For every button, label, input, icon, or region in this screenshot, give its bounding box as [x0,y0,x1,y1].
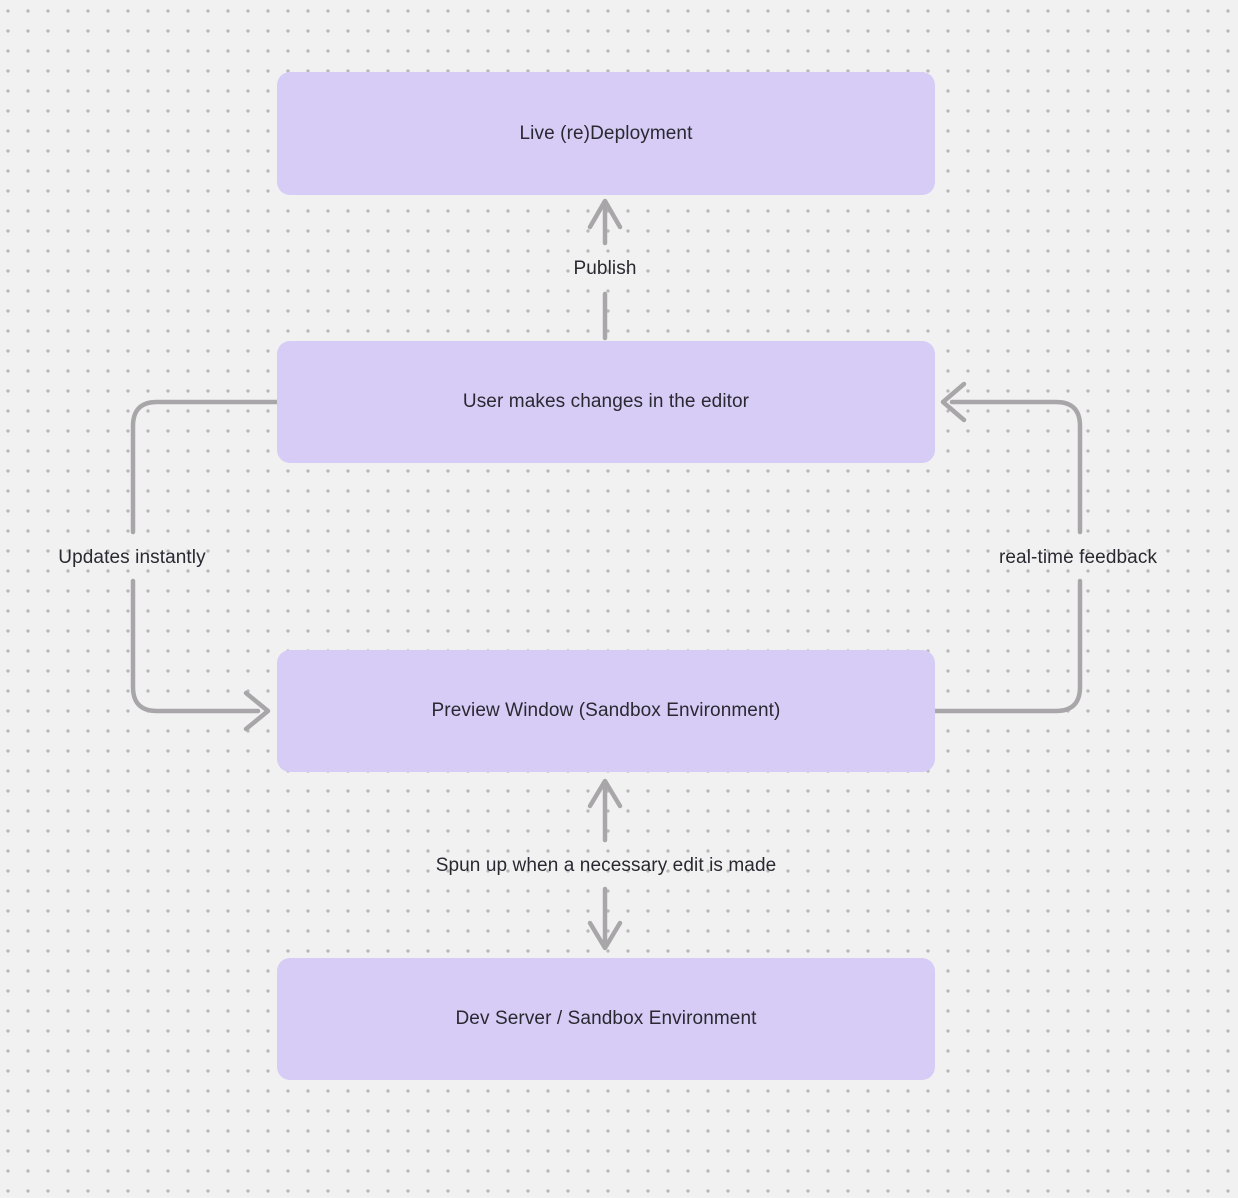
arrowhead-left-icon [940,381,967,423]
arrowhead-down-icon [587,920,623,951]
edge-label-real-time-feedback: real-time feedback [998,547,1158,568]
edge-label-publish: Publish [573,258,637,279]
arrowhead-right-icon [243,690,271,732]
node-label: User makes changes in the editor [462,391,750,412]
node-label: Dev Server / Sandbox Environment [455,1008,757,1029]
node-label: Live (re)Deployment [519,122,693,144]
node-live-redeployment[interactable]: Live (re)Deployment [277,72,935,195]
node-label: Preview Window (Sandbox Environment) [431,700,781,721]
edge-label-spun-up: Spun up when a necessary edit is made [435,855,777,876]
node-preview-window[interactable]: Preview Window (Sandbox Environment) [277,650,935,772]
edge-label-updates-instantly: Updates instantly [58,547,206,568]
arrowhead-up-icon [587,198,623,230]
node-dev-server[interactable]: Dev Server / Sandbox Environment [277,958,935,1080]
arrowhead-up-icon [587,778,623,809]
node-user-makes-changes[interactable]: User makes changes in the editor [277,341,935,463]
